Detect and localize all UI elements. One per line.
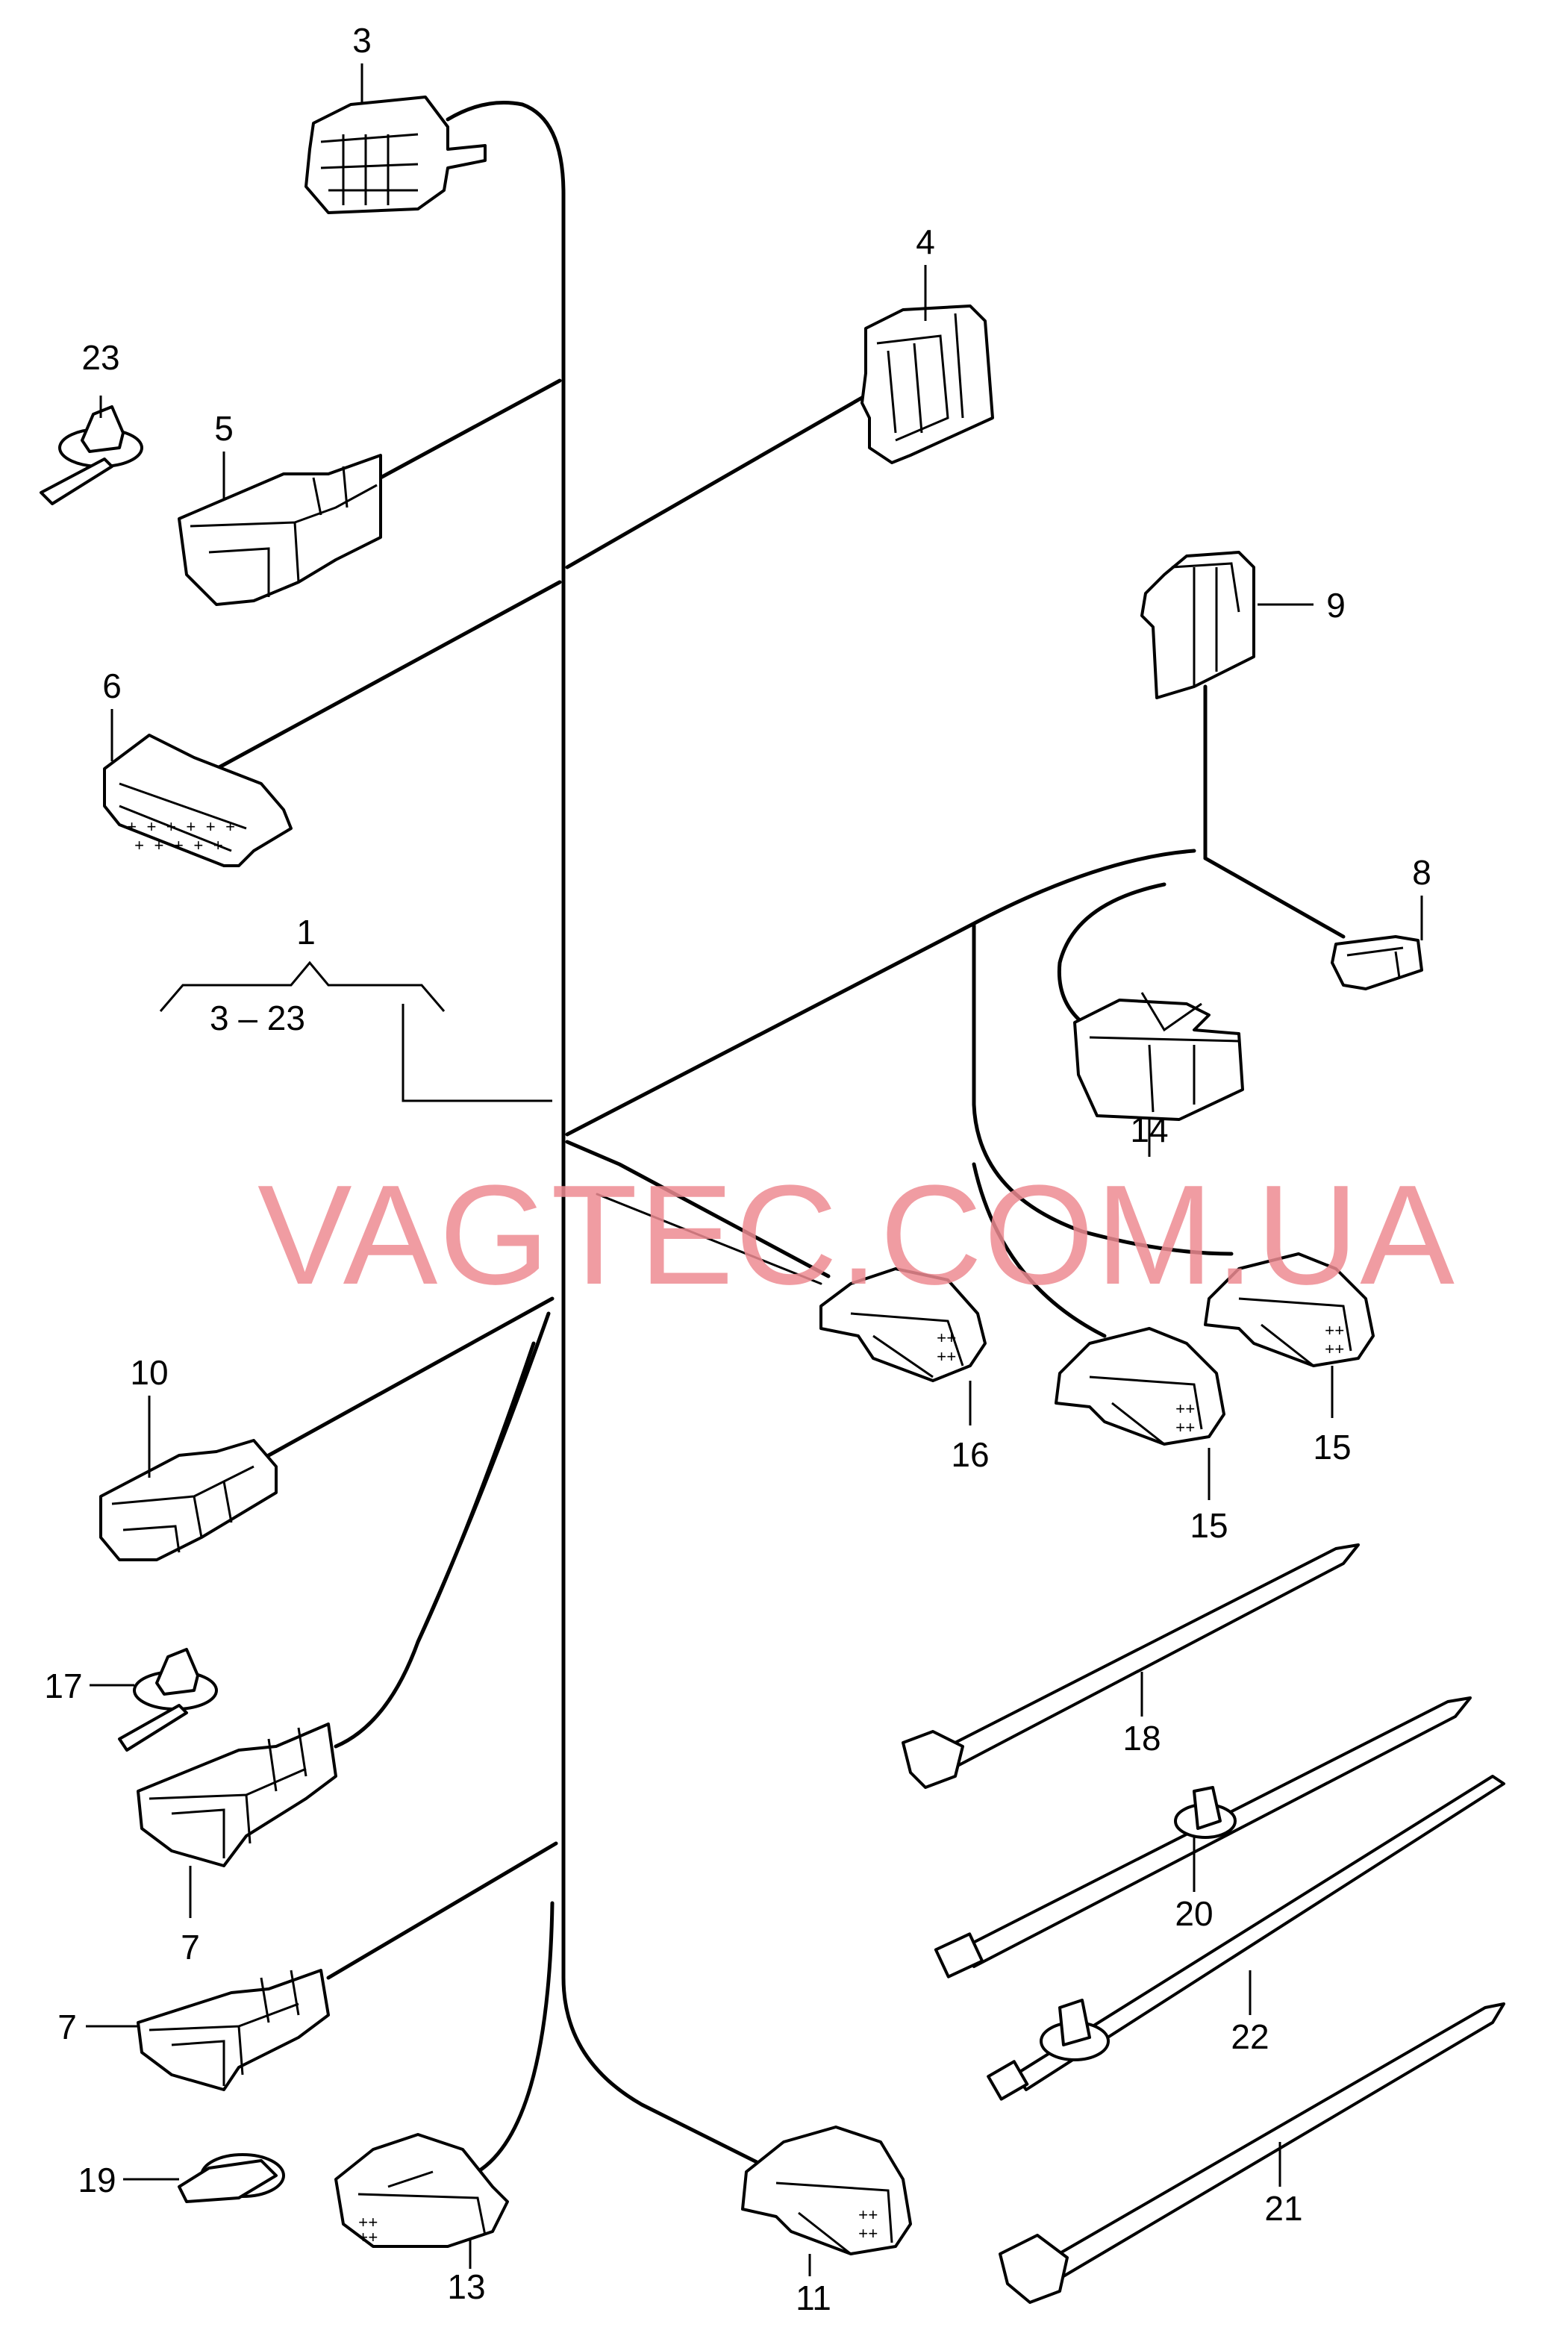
svg-text:++: ++	[858, 2207, 878, 2226]
callout-9: 9	[1326, 586, 1346, 625]
clip-19	[178, 2153, 285, 2203]
svg-text:++: ++	[358, 2229, 378, 2248]
connector-4	[860, 304, 994, 464]
connector-7-lower	[137, 1969, 330, 2091]
callout-16: 16	[951, 1435, 989, 1474]
callout-14: 14	[1130, 1111, 1168, 1149]
callout-22: 22	[1231, 2017, 1269, 2056]
cable-tie-21	[999, 2002, 1505, 2304]
callout-6: 6	[102, 666, 122, 705]
svg-text:++: ++	[937, 1349, 956, 1367]
callout-20: 20	[1175, 1894, 1213, 1933]
callout-18: 18	[1122, 1719, 1161, 1758]
callout-15-upper: 15	[1313, 1428, 1351, 1467]
callout-10: 10	[130, 1353, 168, 1392]
clip-17	[118, 1648, 218, 1752]
callout-1-range: 3 – 23	[210, 999, 305, 1037]
callout-21: 21	[1264, 2189, 1302, 2228]
cable-tie-18	[902, 1543, 1360, 1789]
callout-7-lower: 7	[57, 2008, 77, 2046]
svg-text:++: ++	[358, 2214, 378, 2233]
callout-1: 1	[296, 913, 316, 952]
bracket-1	[159, 961, 552, 1102]
connector-9	[1140, 551, 1255, 699]
callout-3: 3	[352, 21, 372, 60]
svg-text:++: ++	[1325, 1322, 1344, 1341]
svg-text:++: ++	[1175, 1420, 1195, 1438]
callout-15-lower: 15	[1190, 1506, 1228, 1545]
callout-5: 5	[214, 409, 234, 448]
callout-17: 17	[44, 1667, 82, 1705]
callout-numbers: 3 4 5 6 23 9 8 1 3 – 23 14 16 15 15 10 1…	[44, 21, 1431, 2317]
svg-text:++: ++	[1325, 1341, 1344, 1360]
connector-13: ++ ++	[334, 2133, 509, 2248]
cable-tie-22	[987, 1775, 1505, 2101]
cable-tie-20	[934, 1696, 1472, 1978]
svg-text:++: ++	[1175, 1401, 1195, 1420]
connector-6: + + + + + + + + + + +	[103, 734, 293, 867]
connector-7-upper	[137, 1723, 337, 1867]
connector-10	[99, 1439, 278, 1561]
callout-4: 4	[916, 222, 935, 261]
harness-wires	[214, 101, 1346, 2181]
connector-5	[178, 454, 382, 606]
callout-11: 11	[796, 2279, 831, 2317]
connector-14	[1073, 992, 1244, 1121]
callout-13: 13	[447, 2267, 485, 2306]
connector-15-lower: ++ ++	[1055, 1327, 1225, 1446]
svg-text:+ + + + + +: + + + + + +	[127, 819, 235, 837]
connector-3	[304, 96, 487, 214]
callout-19: 19	[78, 2161, 116, 2199]
connector-8	[1331, 935, 1423, 990]
svg-text:+ + + + +: + + + + +	[134, 837, 223, 856]
connector-15-upper: ++ ++	[1204, 1252, 1375, 1367]
connector-16: ++ ++	[819, 1267, 987, 1382]
callout-8: 8	[1412, 853, 1431, 892]
watermark-text: VAGTEC.COM.UA	[257, 1156, 1456, 1314]
clip-23	[40, 405, 143, 505]
svg-text:++: ++	[937, 1330, 956, 1349]
connector-11: ++ ++	[741, 2126, 912, 2255]
callout-7-upper: 7	[181, 1928, 200, 1967]
callout-23: 23	[81, 338, 119, 377]
leader-lines	[86, 63, 1423, 2276]
svg-text:++: ++	[858, 2226, 878, 2244]
